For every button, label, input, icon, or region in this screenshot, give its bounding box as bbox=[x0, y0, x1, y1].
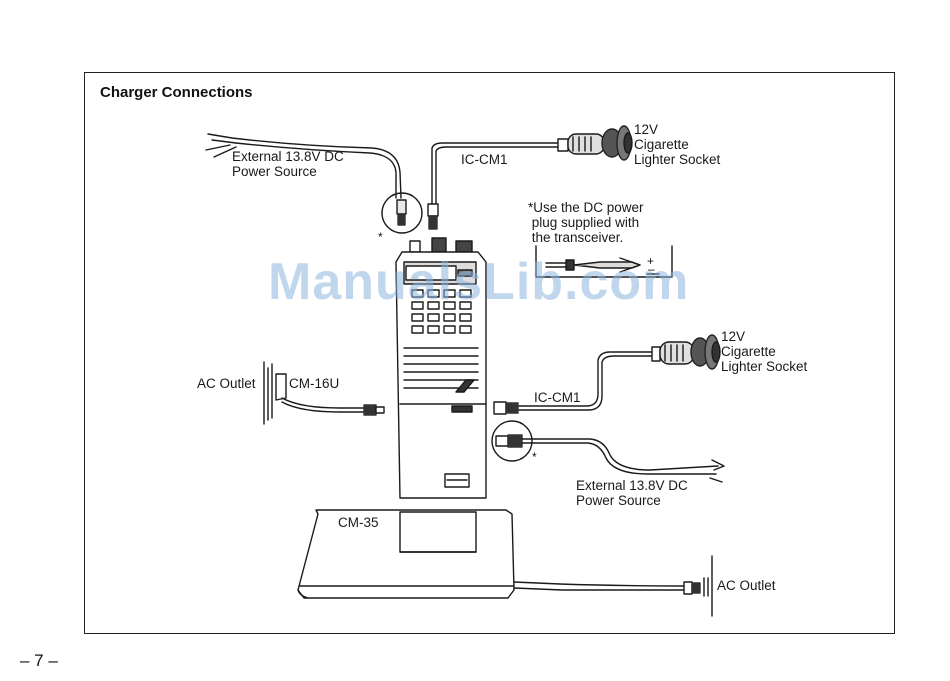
label-ac-outlet-left: AC Outlet bbox=[197, 376, 256, 391]
iccm1-cable-right bbox=[494, 335, 720, 414]
dc-plug-circle-right bbox=[492, 421, 724, 482]
diagram-title: Charger Connections bbox=[100, 84, 253, 101]
label-lighter-socket-right: 12V Cigarette Lighter Socket bbox=[721, 329, 807, 374]
label-lighter-socket-top: 12V Cigarette Lighter Socket bbox=[634, 122, 720, 167]
label-ac-outlet-bottom: AC Outlet bbox=[717, 578, 776, 593]
page-number: – 7 – bbox=[20, 651, 58, 671]
asterisk-top: * bbox=[378, 230, 383, 244]
note-dc-power-plug: *Use the DC power plug supplied with the… bbox=[528, 200, 644, 245]
label-external-power-top: External 13.8V DC Power Source bbox=[232, 149, 344, 179]
dc-plug-circle-top bbox=[382, 193, 422, 233]
asterisk-right: * bbox=[532, 450, 537, 464]
label-external-power-right: External 13.8V DC Power Source bbox=[576, 478, 688, 508]
label-cm16u: CM-16U bbox=[289, 376, 339, 391]
label-iccm1-right: IC-CM1 bbox=[534, 390, 581, 405]
label-cm35: CM-35 bbox=[338, 515, 379, 530]
cm16u-adapter bbox=[268, 364, 384, 420]
label-iccm1-top: IC-CM1 bbox=[461, 152, 508, 167]
watermark: ManualsLib.com bbox=[268, 252, 689, 312]
lighter-plug-top bbox=[558, 126, 632, 160]
